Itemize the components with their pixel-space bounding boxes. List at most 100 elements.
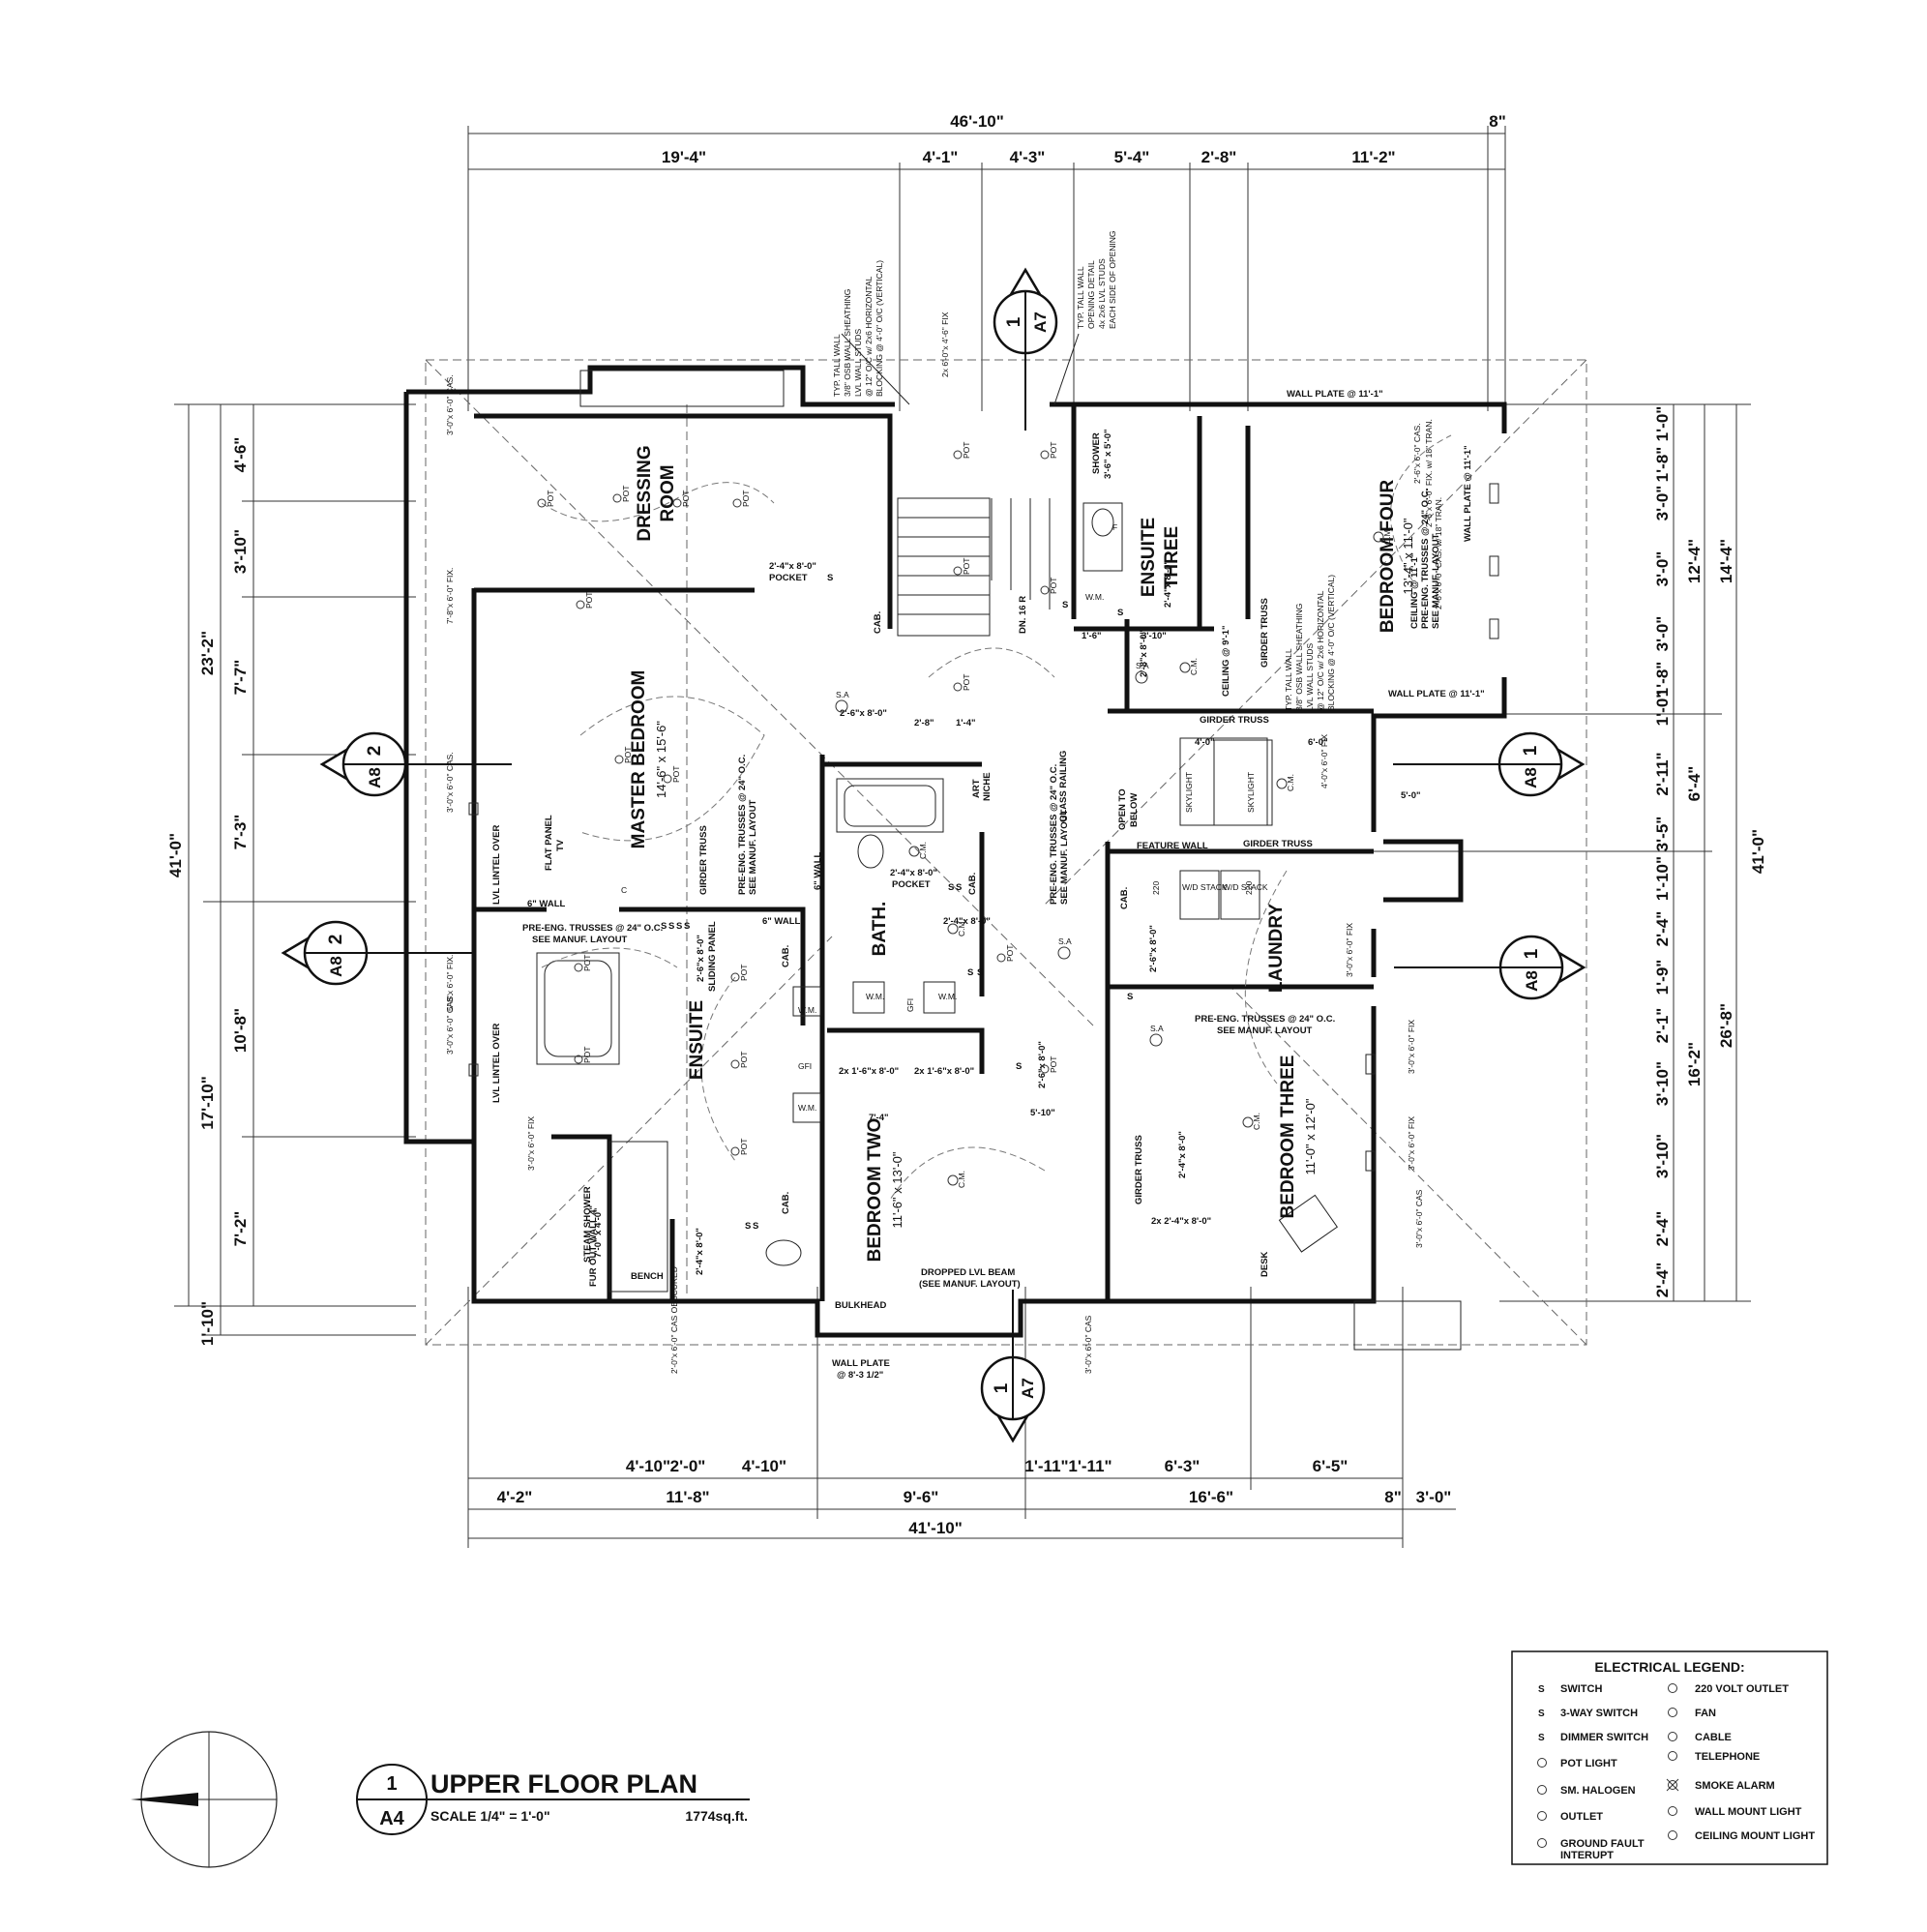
cm-label: C.M. <box>1286 774 1295 791</box>
inner-dim: 1'-4" <box>956 718 976 728</box>
switch-icon: S <box>745 1221 751 1232</box>
pot-label: POT <box>582 1047 592 1063</box>
dim-bottom-r1: 4'-10" <box>626 1457 670 1475</box>
girder-truss: GIRDER TRUSS <box>1243 839 1313 849</box>
pot-label: POT <box>962 558 971 575</box>
dim-right-seg: 2'-4" <box>1653 911 1672 947</box>
220-label: 220 <box>1151 881 1161 895</box>
window-tags: 3'-0"x 6'-0" CAS.7'-8"x 6'-0" FIX.3'-0"x… <box>445 312 1443 1374</box>
pocket-door: POCKET <box>892 879 931 890</box>
glass-railing: GLASS RAILING <box>1058 751 1069 822</box>
wd-stack: W/D STACK <box>1223 882 1268 892</box>
door-tag: 2'-6"x 8'-0" <box>840 708 887 719</box>
legend-title: ELECTRICAL LEGEND: <box>1594 1659 1744 1675</box>
cab-label: CAB. <box>1119 887 1130 909</box>
dim-bottom-r1: 6'-3" <box>1165 1457 1201 1475</box>
wall-light-label: W.M. <box>938 992 957 1001</box>
toilet <box>857 834 884 869</box>
dim-right-seg: 1'-9" <box>1653 960 1672 996</box>
dim-left-mid: 17'-10" <box>198 1076 217 1130</box>
cm-label: C.M. <box>1189 658 1199 675</box>
pot-label: POT <box>739 1139 749 1155</box>
legend-item: OUTLET <box>1537 1811 1603 1823</box>
note-line: SEE MANUF. LAYOUT <box>1059 809 1070 905</box>
pocket-door: POCKET <box>769 573 808 583</box>
marker-sheet: A8 <box>1522 767 1540 788</box>
toilet <box>765 1239 802 1266</box>
fixtures <box>468 370 1499 1351</box>
wall-light-label: W.M. <box>1085 592 1104 602</box>
dim-left-seg: 7'-2" <box>231 1211 250 1247</box>
pot-label: POT <box>1049 442 1058 459</box>
lvl-lintel: LVL LINTEL OVER <box>491 825 502 905</box>
window-tag: 3'-0"x 6'-0" CAS <box>1414 1189 1424 1248</box>
wall-light-label: W.M. <box>798 1005 816 1015</box>
door-tag: 2'-6"x 8'-0" <box>1037 1041 1048 1088</box>
shower-label: 3'-6" x 5'-0" <box>1103 429 1113 479</box>
note-line: PRE-ENG. TRUSSES @ 24" O.C. <box>1420 489 1431 629</box>
dim-top-overall: 46'-10" <box>950 112 1004 131</box>
window-tag: 3'-0"x 6'-0" FIX <box>1345 923 1354 977</box>
dim-bottom-r1: 1'-11" <box>1068 1457 1112 1475</box>
master-tub <box>536 952 620 1065</box>
fur-out: FUR OUT WALL 4" <box>588 1205 599 1287</box>
room-size: 11'-0" x 12'-0" <box>1303 1098 1318 1174</box>
smoke-alarm-icon <box>1149 1033 1163 1047</box>
door-tag: 2'-4"x 8'-0" <box>695 1228 705 1275</box>
legend-item: SMOKE ALARM <box>1666 1778 1775 1792</box>
inner-dim: 1'-6" <box>1082 631 1102 641</box>
legend-label: 220 VOLT OUTLET <box>1695 1683 1789 1695</box>
left-dimensions: 41'-0" 23'-2" 17'-10" 4'-6" 3'-10" 7'-7"… <box>166 403 416 1346</box>
wall-light-label: W.M. <box>866 992 884 1001</box>
section-marker-icon: 2A8 <box>281 920 369 986</box>
exterior-walls <box>403 365 1507 1338</box>
dim-left-bottom: 1'-10" <box>198 1301 217 1346</box>
dropped-beam: DROPPED LVL BEAM <box>921 1267 1015 1278</box>
bench: BENCH <box>631 1271 664 1282</box>
window-tag: 3'-0"x 6'-0" CAS <box>1083 1315 1093 1374</box>
pot-label: POT <box>1049 1056 1058 1073</box>
legend-symbol-icon <box>1537 1838 1547 1848</box>
marker-sheet: A8 <box>366 767 384 788</box>
switch-icon: S <box>1127 992 1133 1002</box>
pot-label: POT <box>623 747 633 763</box>
pot-label: POT <box>1049 578 1058 594</box>
wall-plate-bottom: @ 8'-3 1/2" <box>837 1370 883 1381</box>
roof-outline <box>425 359 1587 1346</box>
title-area: 1774sq.ft. <box>685 1808 748 1824</box>
dim-top-seg: 4'-1" <box>923 148 959 166</box>
right-dimensions: 41'-0" 14'-4" 26'-8" 12'-4" 6'-4" 16'-2"… <box>1374 403 1767 1302</box>
sink <box>852 981 885 1014</box>
girder-truss: GIRDER TRUSS <box>1200 715 1269 726</box>
window-tag: 2'-0"x 6'-0" CAS OBSCURED <box>669 1266 679 1374</box>
dim-bottom-r2: 9'-6" <box>904 1488 939 1506</box>
pot-light-icon <box>1040 585 1050 595</box>
legend-label: OUTLET <box>1560 1811 1603 1823</box>
switch-icon: S <box>684 921 690 932</box>
note-line: 4x 2x6 LVL STUDS <box>1097 258 1107 329</box>
washer-dryer <box>1220 870 1260 920</box>
pot-label: POT <box>739 1052 749 1068</box>
dim-right-mid: 14'-4" <box>1717 539 1735 583</box>
smoke-alarm-icon <box>1135 670 1148 684</box>
sink <box>923 981 956 1014</box>
window-tag: 3'-0"x 6'-0" FIX <box>526 1116 536 1171</box>
inner-dim: 3'-10" <box>1141 631 1167 641</box>
window-tag: 5'-8"x 6'-0" FIX. <box>445 955 455 1011</box>
pot-label: POT <box>962 442 971 459</box>
switch-icon: S <box>827 573 833 583</box>
marker-sheet: A8 <box>1523 970 1541 992</box>
section-marker-icon: 1A8 <box>1497 731 1586 797</box>
trusses-b3: SEE MANUF. LAYOUT <box>1217 1025 1313 1036</box>
balcony <box>1353 1300 1462 1351</box>
title-scale: SCALE 1/4" = 1'-0" <box>430 1808 550 1824</box>
trusses-b4: CEILING @ 11'-1"PRE-ENG. TRUSSES @ 24" O… <box>1409 489 1441 629</box>
window-sash <box>468 1063 479 1077</box>
legend-label: TELEPHONE <box>1695 1751 1760 1763</box>
switch-icon: S <box>676 921 682 932</box>
